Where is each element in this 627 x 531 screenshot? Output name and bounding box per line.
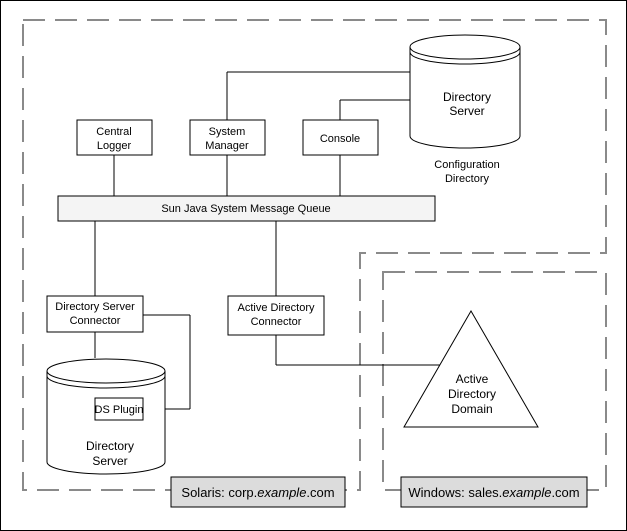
ds-connector-label-1: Directory Server — [55, 301, 135, 313]
central-logger-label-1: Central — [96, 126, 131, 138]
solaris-label-text: Solaris: corp.example.com — [181, 485, 334, 500]
console-box: Console — [302, 119, 379, 156]
solaris-label-italic: example — [257, 485, 306, 500]
ad-connector-rect — [227, 295, 325, 336]
windows-label-text: Windows: sales.example.com — [408, 485, 579, 500]
solaris-label-prefix: Solaris: corp. — [181, 485, 257, 500]
message-queue-label: Sun Java System Message Queue — [161, 203, 330, 215]
ad-domain-label-1: Active — [456, 372, 489, 386]
ad-connector-label-2: Connector — [251, 316, 302, 328]
ad-connector-box: Active Directory Connector — [227, 295, 325, 336]
config-ds-label-2: Server — [449, 104, 484, 118]
bottom-directory-server-cylinder: Directory Server — [46, 358, 166, 475]
connector-lines — [94, 71, 442, 410]
bottom-ds-rim — [46, 375, 166, 389]
config-ds-top — [409, 34, 521, 60]
solaris-domain-label: Solaris: corp.example.com — [170, 476, 346, 508]
system-manager-label-1: System — [209, 126, 246, 138]
ad-domain-shape — [403, 310, 539, 428]
config-ds-label-1: Directory — [443, 90, 491, 104]
bottom-ds-body — [46, 371, 166, 475]
bottom-ds-top — [46, 358, 166, 384]
solaris-boundary — [22, 19, 607, 491]
central-logger-rect — [76, 119, 153, 156]
central-logger-label-2: Logger — [97, 140, 132, 152]
central-logger-box: Central Logger — [76, 119, 153, 156]
config-directory-server-cylinder: Directory Server — [409, 34, 521, 149]
bottom-ds-label-1: Directory — [86, 439, 134, 453]
windows-label-rect — [400, 476, 588, 508]
ad-domain-label-2: Directory — [448, 387, 496, 401]
message-queue-bar: Sun Java System Message Queue — [57, 195, 436, 222]
config-ds-rim — [409, 51, 521, 65]
ds-plugin-box: DS Plugin — [94, 397, 144, 421]
windows-label-italic: example — [502, 485, 551, 500]
ds-connector-box: Directory Server Connector — [46, 295, 144, 333]
message-queue-rect — [57, 195, 436, 222]
config-ds-body — [409, 47, 521, 149]
ad-connector-label-1: Active Directory — [237, 302, 315, 314]
active-directory-domain-triangle: Active Directory Domain — [403, 310, 539, 428]
windows-domain-label: Windows: sales.example.com — [400, 476, 588, 508]
solaris-label-rect — [170, 476, 346, 508]
ds-plugin-rect — [94, 397, 144, 421]
ds-connector-rect — [46, 295, 144, 333]
bottom-ds-label-2: Server — [92, 454, 127, 468]
console-rect — [302, 119, 379, 156]
ad-domain-label-3: Domain — [451, 402, 492, 416]
system-manager-rect — [189, 119, 266, 156]
solaris-label-suffix: .com — [306, 485, 334, 500]
windows-boundary — [382, 271, 607, 491]
windows-label-prefix: Windows: sales. — [408, 485, 502, 500]
system-manager-label-2: Manager — [205, 140, 249, 152]
console-label: Console — [320, 133, 360, 145]
ds-connector-label-2: Connector — [70, 315, 121, 327]
system-manager-box: System Manager — [189, 119, 266, 156]
config-directory-caption-2: Directory — [445, 173, 490, 185]
windows-label-suffix: .com — [551, 485, 579, 500]
ds-plugin-label: DS Plugin — [95, 404, 144, 416]
config-directory-caption-1: Configuration — [434, 159, 499, 171]
